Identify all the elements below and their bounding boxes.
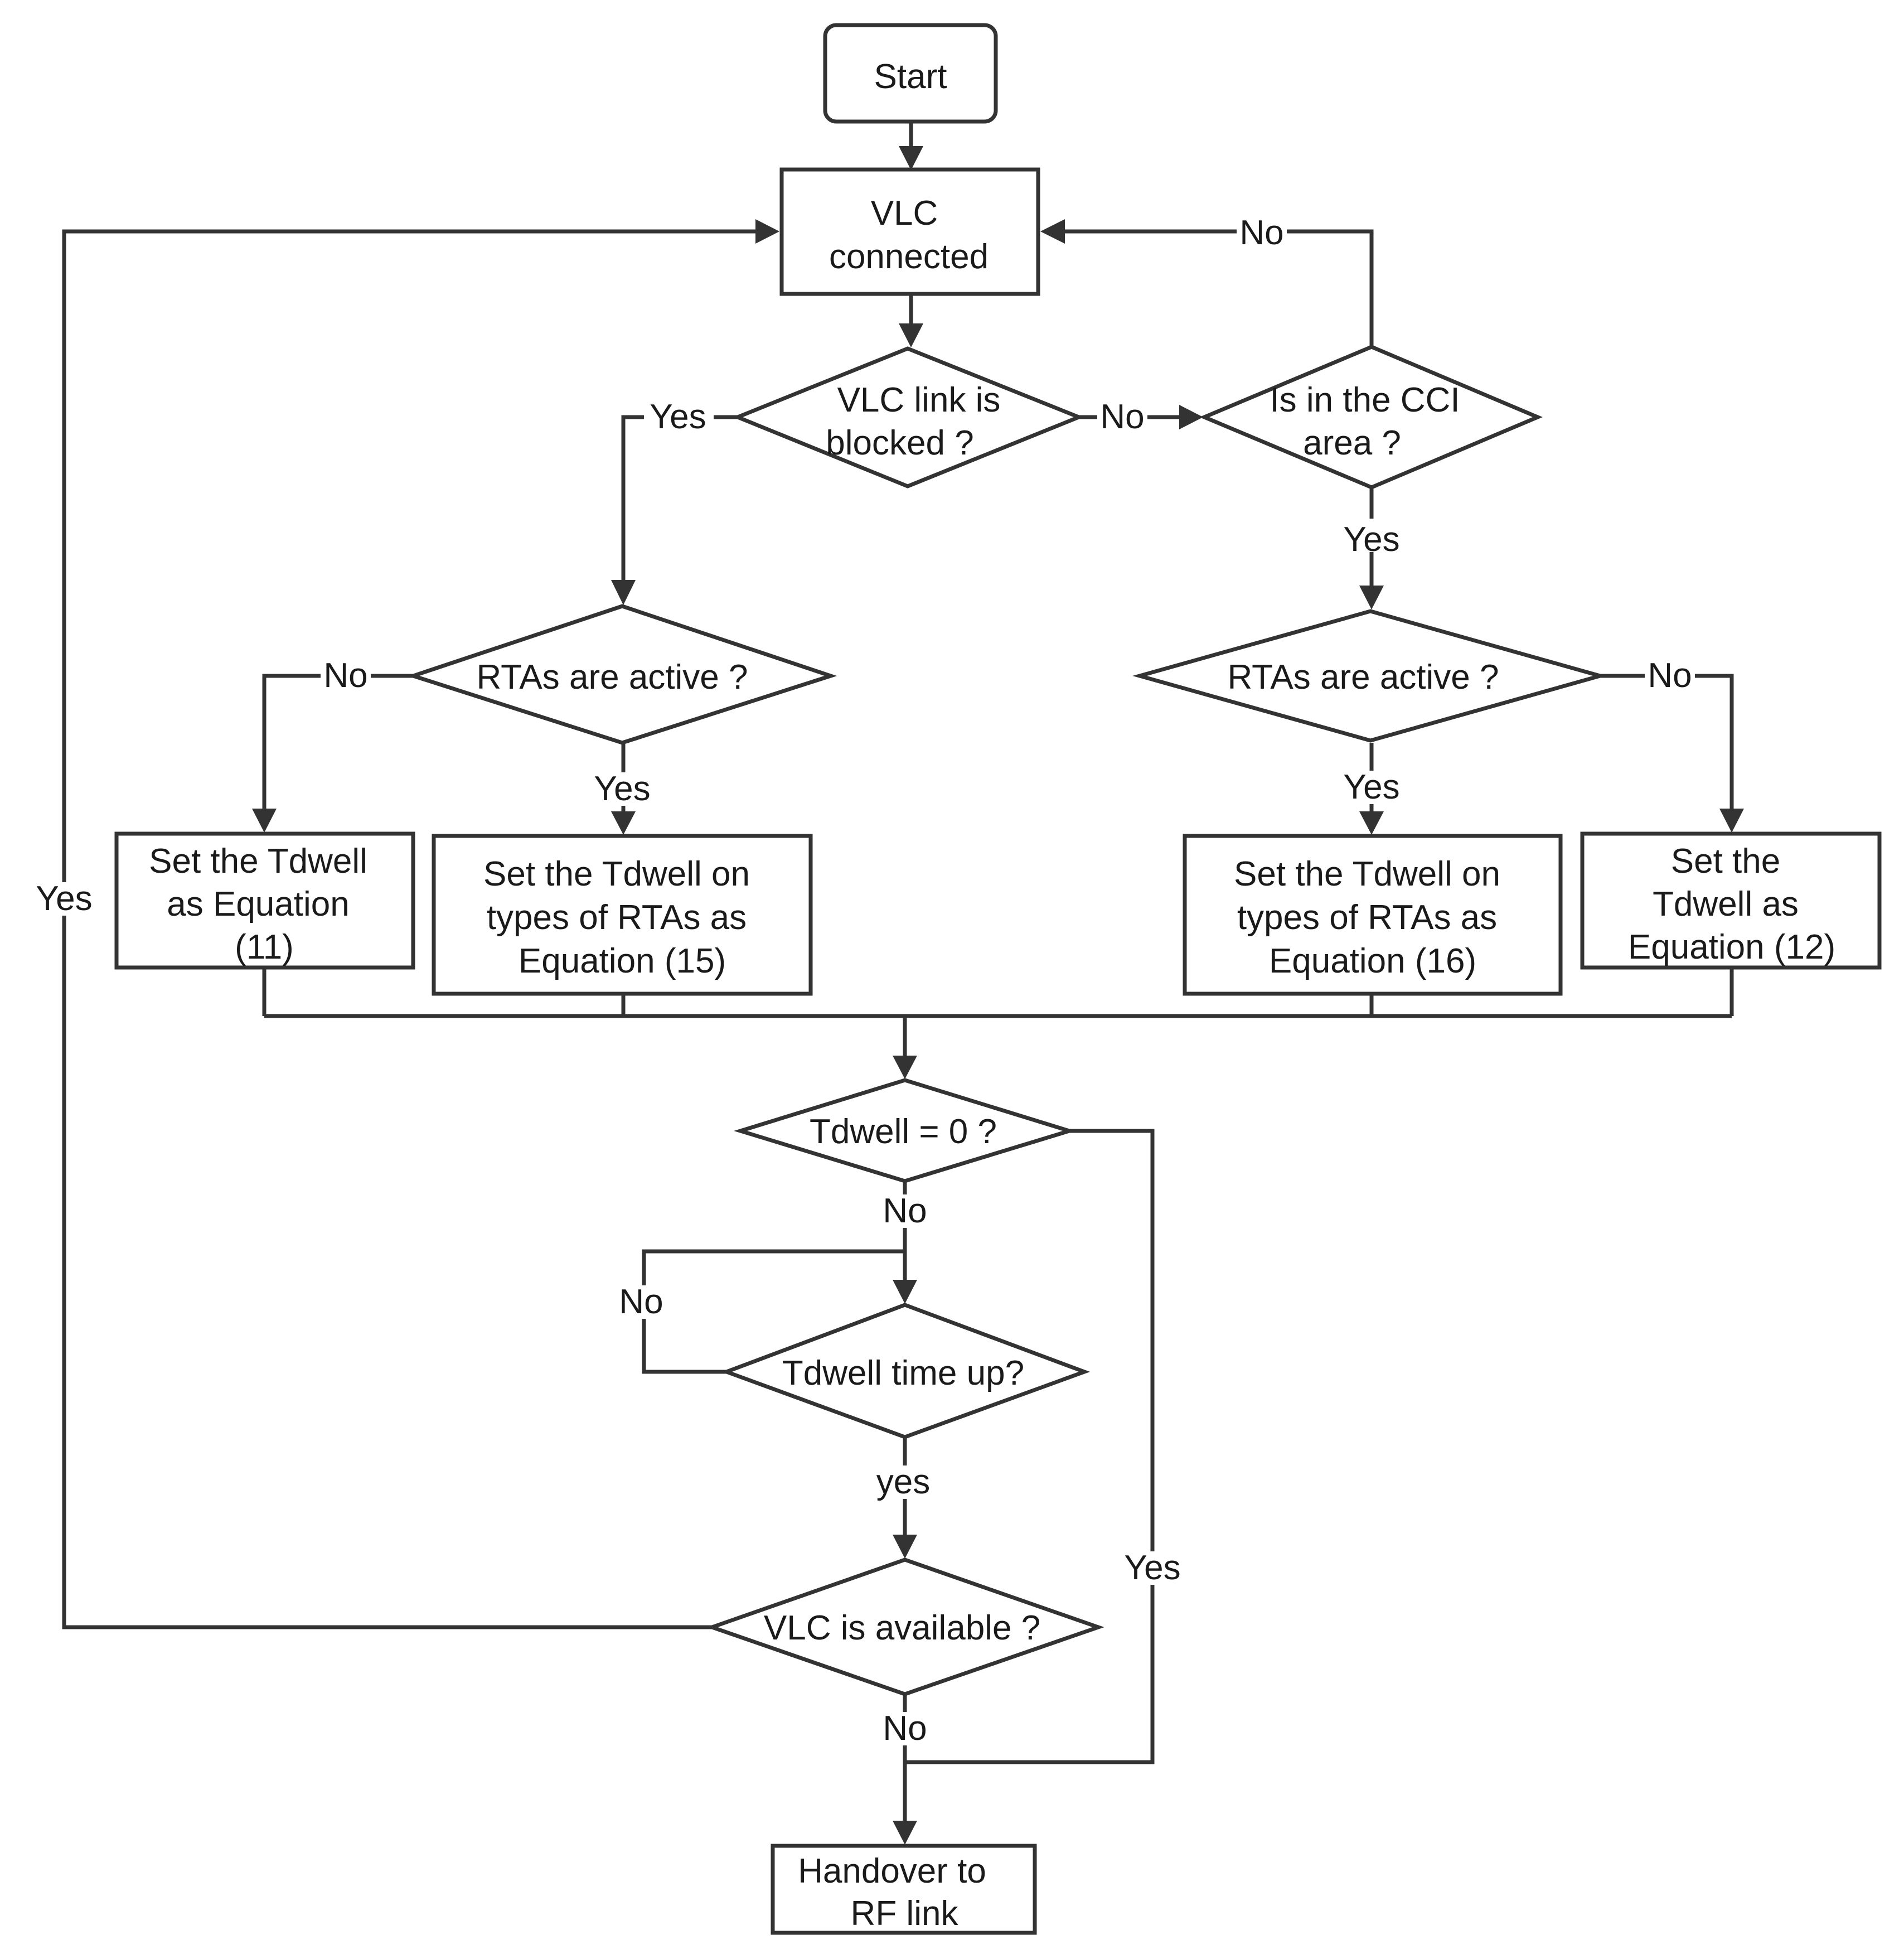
vlc-connected-line-2: connected — [829, 238, 989, 276]
edge-rta-left-no-to-eq11 — [262, 674, 413, 811]
label-loop-yes: Yes — [36, 879, 92, 918]
edge-blocked-yes-to-rta-left — [621, 415, 738, 583]
vlc-connected-node: VLC connected — [779, 167, 1040, 296]
eq15-line-3: Equation (15) — [519, 942, 726, 980]
label-blocked-yes: Yes — [650, 398, 706, 436]
vlc-blocked-line-1: VLC link is — [837, 381, 1001, 419]
handover-terminal: Handover to RF link — [771, 1844, 1037, 1935]
edge-cci-no-to-vlc-connected — [1062, 229, 1374, 347]
vlc-blocked-line-2: blocked ? — [826, 424, 973, 462]
tdwell-zero-label: Tdwell = 0 ? — [810, 1112, 997, 1151]
vlc-available-decision: VLC is available ? — [706, 1557, 1104, 1696]
edge-rta-right-no-to-eq12 — [1600, 674, 1734, 811]
tdwell-zero-decision: Tdwell = 0 ? — [734, 1078, 1076, 1183]
handover-line-2: RF link — [851, 1894, 959, 1933]
arrowhead — [899, 146, 923, 170]
arrowhead — [893, 1535, 917, 1559]
eq16-process: Set the Tdwell on types of RTAs as Equat… — [1183, 834, 1563, 996]
rta-right-decision: RTAs are active ? — [1132, 609, 1607, 743]
cci-area-line-1: Is in the CCI — [1270, 381, 1460, 419]
handover-line-1: Handover to — [798, 1852, 986, 1890]
arrowhead — [893, 1821, 917, 1845]
label-blocked-no: No — [1100, 398, 1144, 436]
eq12-line-2: Tdwell as — [1653, 885, 1799, 923]
edge-labels: No Yes No Yes No Yes Yes No Yes No No ye… — [29, 214, 1695, 1748]
eq11-process: Set the Tdwell as Equation (11) — [114, 831, 415, 970]
eq11-line-3: (11) — [235, 928, 294, 966]
eq16-line-1: Set the Tdwell on — [1234, 855, 1500, 893]
eq15-process: Set the Tdwell on types of RTAs as Equat… — [432, 834, 813, 996]
edges — [62, 122, 1744, 1845]
rta-left-label: RTAs are active ? — [476, 658, 748, 696]
eq15-line-2: types of RTAs as — [487, 898, 747, 937]
arrowhead — [611, 580, 636, 605]
arrowhead — [1359, 586, 1384, 610]
arrowhead — [893, 1056, 917, 1079]
eq15-line-1: Set the Tdwell on — [483, 855, 750, 893]
label-rta-right-no: No — [1648, 656, 1692, 695]
tdwell-timeup-decision: Tdwell time up? — [720, 1303, 1091, 1439]
arrowhead — [252, 809, 277, 833]
eq16-line-3: Equation (16) — [1269, 942, 1476, 980]
label-available-no: No — [883, 1709, 927, 1748]
arrowhead — [1359, 811, 1384, 835]
arrowhead — [893, 1280, 917, 1304]
arrowhead — [899, 323, 923, 347]
rta-right-label: RTAs are active ? — [1227, 658, 1499, 696]
vlc-available-label: VLC is available ? — [764, 1609, 1040, 1647]
eq16-line-2: types of RTAs as — [1237, 898, 1497, 937]
eq11-line-1: Set the Tdwell — [149, 842, 367, 881]
nodes: Start VLC connected VLC link is blocked … — [114, 23, 1882, 1935]
label-zero-no: No — [883, 1192, 927, 1230]
label-rta-right-yes: Yes — [1343, 768, 1399, 806]
eq12-line-3: Equation (12) — [1628, 928, 1835, 966]
arrowhead — [1179, 405, 1203, 429]
edge-available-yes-to-vlc-connected — [62, 229, 758, 1629]
eq11-line-2: as Equation — [167, 885, 349, 923]
vlc-connected-line-1: VLC — [871, 194, 938, 233]
start-node: Start — [823, 23, 998, 124]
eq12-line-1: Set the — [1671, 842, 1780, 881]
label-zero-yes: Yes — [1124, 1549, 1180, 1587]
arrowhead — [1719, 809, 1744, 833]
eq12-process: Set the Tdwell as Equation (12) — [1580, 831, 1882, 970]
label-rta-left-no: No — [323, 656, 367, 695]
cci-area-line-2: area ? — [1303, 424, 1401, 462]
label-cci-yes: Yes — [1343, 520, 1399, 559]
label-timeup-no: No — [619, 1283, 663, 1321]
label-timeup-yes: yes — [876, 1463, 930, 1501]
start-label: Start — [874, 57, 947, 96]
vlc-blocked-decision: VLC link is blocked ? — [732, 346, 1084, 488]
label-cci-no: No — [1239, 214, 1283, 252]
label-rta-left-yes: Yes — [594, 770, 650, 808]
edge-tdwell-zero-yes-to-handover — [905, 1129, 1155, 1764]
arrowhead — [1040, 219, 1065, 244]
arrowhead — [611, 811, 636, 835]
cci-area-decision: Is in the CCI area ? — [1199, 345, 1543, 490]
arrowhead — [755, 219, 779, 244]
tdwell-timeup-label: Tdwell time up? — [782, 1354, 1024, 1392]
rta-left-decision: RTAs are active ? — [406, 604, 837, 745]
